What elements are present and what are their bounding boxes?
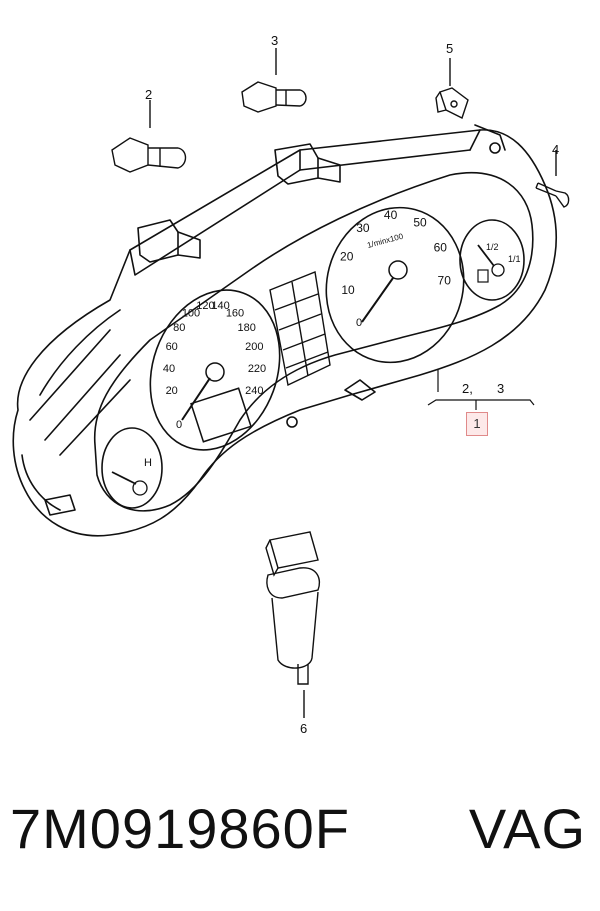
- center-warning-panel: [269, 271, 331, 387]
- part-number: 7M0919860F: [10, 797, 351, 860]
- speedo-label-100: 100: [182, 308, 200, 320]
- callout-3: 3: [271, 33, 279, 48]
- tacho-label-60: 60: [434, 240, 448, 254]
- speedo-label-200: 200: [245, 341, 263, 353]
- tacho-label-30: 30: [356, 221, 370, 235]
- speedo-label-180: 180: [238, 322, 256, 334]
- fuel-half-label: 1/2: [486, 242, 499, 252]
- brand-label: VAG: [468, 797, 586, 860]
- callout-4: 4: [552, 142, 560, 157]
- callout-2: 2: [145, 87, 153, 102]
- tacho-zero-label: 0: [356, 317, 362, 329]
- callout-group-3: 3: [497, 381, 505, 396]
- callout-leader-1: [427, 370, 535, 410]
- tacho-label-40: 40: [384, 208, 398, 222]
- fuel-gauge: 1/2 1/1: [459, 219, 525, 301]
- speedo-label-60: 60: [166, 341, 178, 353]
- retaining-clip-5: [435, 58, 469, 119]
- speedo-label-160: 160: [226, 308, 244, 320]
- callout-1[interactable]: 1: [466, 412, 488, 436]
- speedo-label-120: 120: [196, 300, 214, 312]
- speedo-zero-label: 0: [176, 419, 182, 431]
- speedo-label-220: 220: [248, 363, 266, 375]
- bulb-holder-3: [241, 48, 307, 113]
- sensor-6: [265, 531, 321, 718]
- cluster-housing-outline: [12, 129, 557, 537]
- footer: 7M0919860F VAG: [0, 796, 600, 886]
- tacho-scale: 10 20 30 40 50 60 70: [340, 208, 451, 297]
- screw-4: [535, 150, 570, 208]
- callout-group-2: 2,: [462, 381, 473, 396]
- fuel-full-label: 1/1: [508, 254, 521, 264]
- speedo-label-240: 240: [245, 385, 263, 397]
- temperature-gauge: H: [101, 427, 163, 509]
- speedo-label-80: 80: [173, 322, 185, 334]
- bulb-holder-2: [111, 100, 187, 173]
- callout-5: 5: [446, 41, 454, 56]
- tacho-label-10: 10: [341, 283, 355, 297]
- tacho-label-20: 20: [340, 250, 354, 264]
- speedo-label-140: 140: [211, 300, 229, 312]
- cluster-bezel: [93, 172, 534, 512]
- tacho-label-50: 50: [413, 216, 427, 230]
- tacho-label-70: 70: [438, 274, 452, 288]
- tacho-unit-label: 1/minx100: [366, 232, 405, 250]
- callout-6: 6: [300, 721, 308, 736]
- temp-h-label: H: [144, 457, 152, 469]
- speedo-label-20: 20: [166, 385, 178, 397]
- speedo-label-40: 40: [163, 363, 175, 375]
